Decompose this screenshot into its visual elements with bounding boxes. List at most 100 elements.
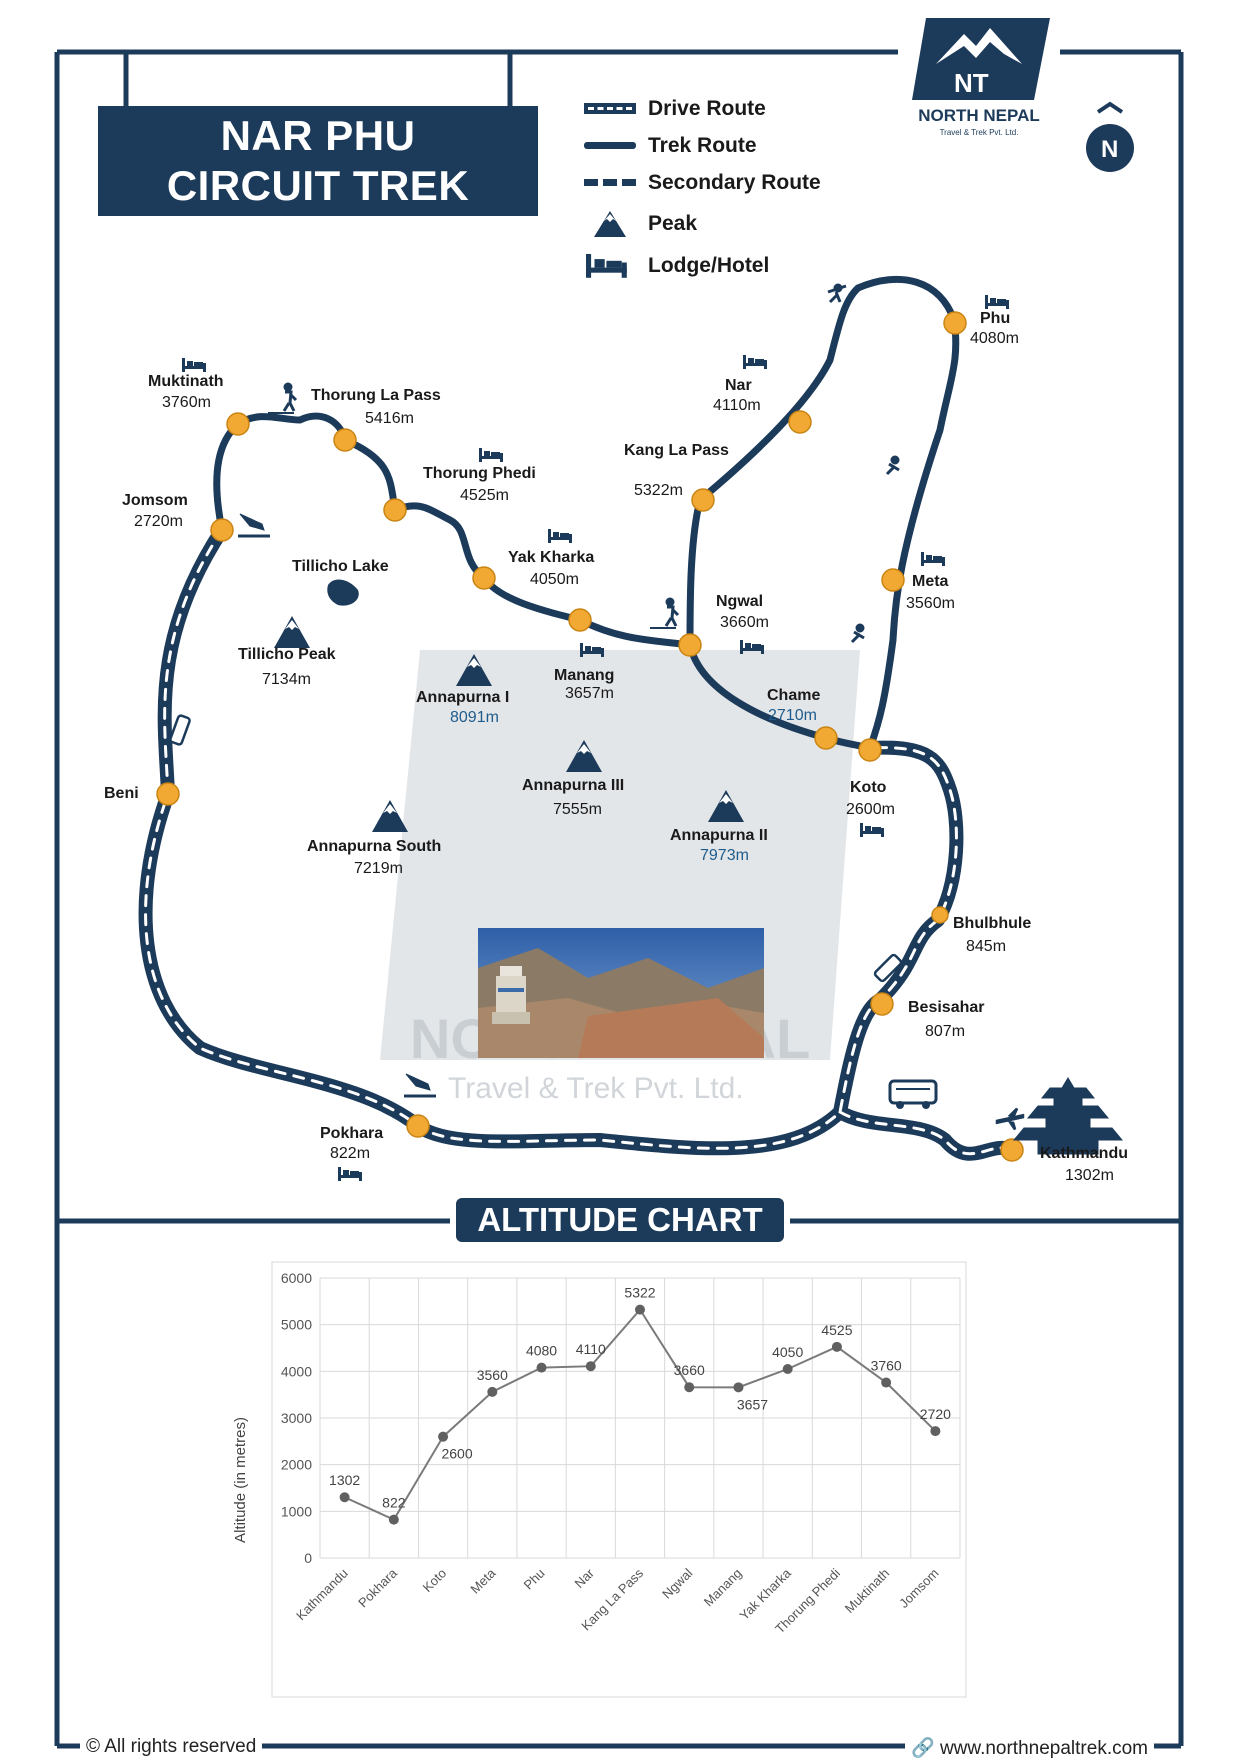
bed-icon — [921, 552, 945, 566]
place-altitude: 3760m — [162, 394, 211, 411]
data-point[interactable] — [881, 1377, 892, 1388]
legend-label: Peak — [648, 212, 698, 235]
data-point[interactable] — [585, 1361, 596, 1372]
compass-label: N — [1101, 136, 1118, 163]
data-point[interactable] — [782, 1364, 793, 1374]
place-name: Beni — [104, 785, 139, 802]
marker-chame[interactable] — [814, 726, 838, 750]
footer-rights: © All rights reserved — [80, 1736, 263, 1758]
place-altitude: 1302m — [1065, 1167, 1114, 1184]
bed-icon — [860, 823, 884, 837]
marker-pokhara[interactable] — [406, 1114, 430, 1138]
brand-tagline: Travel & Trek Pvt. Ltd. — [939, 128, 1019, 137]
place-altitude: 3560m — [906, 595, 955, 612]
legend-label: Lodge/Hotel — [648, 254, 770, 277]
place-name: Ngwal — [716, 593, 763, 610]
data-point[interactable] — [536, 1362, 547, 1373]
data-point[interactable] — [339, 1492, 350, 1503]
peak-altitude: 8091m — [450, 709, 499, 726]
data-point[interactable] — [388, 1514, 399, 1525]
data-point[interactable] — [487, 1386, 498, 1397]
website-link[interactable]: www.northnepaltrek.com — [939, 1738, 1148, 1759]
marker-koto[interactable] — [858, 738, 882, 762]
data-label: 822 — [382, 1495, 406, 1511]
marker-kathmandu[interactable] — [1000, 1138, 1024, 1162]
y-tick-label: 1000 — [281, 1503, 312, 1519]
y-tick-label: 5000 — [281, 1317, 312, 1333]
place-name: Tillicho Lake — [292, 558, 389, 575]
data-label: 4080 — [526, 1343, 557, 1359]
data-point[interactable] — [438, 1431, 449, 1442]
marker-meta[interactable] — [881, 568, 905, 592]
place-markers — [156, 311, 1024, 1162]
place-name: Manang — [554, 667, 614, 684]
marker-muktinath[interactable] — [226, 412, 250, 436]
y-tick-label: 0 — [304, 1550, 312, 1566]
data-label: 1302 — [329, 1472, 360, 1488]
climber-icon — [827, 283, 847, 304]
trek-photo — [478, 928, 764, 1058]
hiker-icon — [268, 382, 298, 414]
bed-icon — [743, 355, 767, 369]
data-point[interactable] — [831, 1341, 842, 1352]
place-name: Jomsom — [122, 492, 188, 509]
lodge-icons — [182, 295, 1009, 1181]
map-title: NAR PHU CIRCUIT TREK — [98, 106, 538, 216]
title-hanger — [123, 52, 513, 106]
place-altitude: 2600m — [846, 801, 895, 818]
link-icon: 🔗 — [911, 1738, 935, 1759]
car-icon — [169, 714, 191, 746]
bed-icon — [580, 249, 640, 283]
place-altitude: 4110m — [713, 397, 761, 414]
marker-phu[interactable] — [943, 311, 967, 335]
place-name: Pokhara — [320, 1125, 383, 1142]
marker-ngwal[interactable] — [678, 633, 702, 657]
peak-name: Annapurna South — [307, 838, 441, 855]
peak-altitude: 7973m — [700, 847, 749, 864]
marker-kang-la-pass[interactable] — [691, 488, 715, 512]
data-label: 2600 — [441, 1446, 472, 1462]
watermark-line2: Travel & Trek Pvt. Ltd. — [448, 1072, 744, 1105]
legend-peak: Peak — [580, 207, 900, 241]
marker-yak-kharka[interactable] — [472, 566, 496, 590]
data-point[interactable] — [930, 1426, 941, 1437]
marker-manang[interactable] — [568, 608, 592, 632]
peak-icon — [456, 654, 492, 686]
climber-icon — [885, 455, 900, 476]
chart-y-label: Altitude (in metres) — [232, 1417, 249, 1543]
data-label: 5322 — [624, 1285, 655, 1301]
data-label: 4525 — [821, 1322, 852, 1338]
peak-icon — [580, 207, 640, 241]
peak-altitude: 7555m — [553, 801, 602, 818]
marker-thorung-la-pass[interactable] — [333, 428, 357, 452]
y-tick-label: 3000 — [281, 1410, 312, 1426]
plane-landing-icon — [404, 1073, 436, 1098]
marker-bhulbhule[interactable] — [931, 906, 949, 924]
brand-logo: NT NORTH NEPAL Travel & Trek Pvt. Ltd. — [904, 12, 1054, 137]
marker-nar[interactable] — [788, 410, 812, 434]
secondary-route-line — [580, 166, 640, 200]
data-point[interactable] — [635, 1304, 645, 1315]
bed-icon — [182, 358, 206, 372]
marker-thorung-phedi[interactable] — [383, 498, 407, 522]
altitude-chart-title: ALTITUDE CHART — [456, 1198, 784, 1242]
data-point[interactable] — [733, 1382, 744, 1393]
marker-beni[interactable] — [156, 782, 180, 806]
peak-icon — [708, 790, 744, 822]
data-label: 3760 — [871, 1358, 902, 1374]
data-point[interactable] — [684, 1382, 695, 1393]
place-name: Meta — [912, 573, 949, 590]
place-name: Phu — [980, 310, 1010, 327]
place-name: Kang La Pass — [624, 442, 729, 459]
svg-text:NT: NT — [954, 68, 989, 98]
altitude-points — [339, 1304, 941, 1525]
place-altitude: 4080m — [970, 330, 1019, 347]
marker-besisahar[interactable] — [870, 992, 894, 1016]
place-altitude: 2710m — [768, 707, 817, 724]
legend-label: Trek Route — [648, 134, 757, 157]
footer-website[interactable]: 🔗 www.northnepaltrek.com — [905, 1736, 1154, 1760]
photo-image — [478, 928, 764, 1058]
marker-jomsom[interactable] — [210, 518, 234, 542]
bed-icon — [985, 295, 1009, 309]
